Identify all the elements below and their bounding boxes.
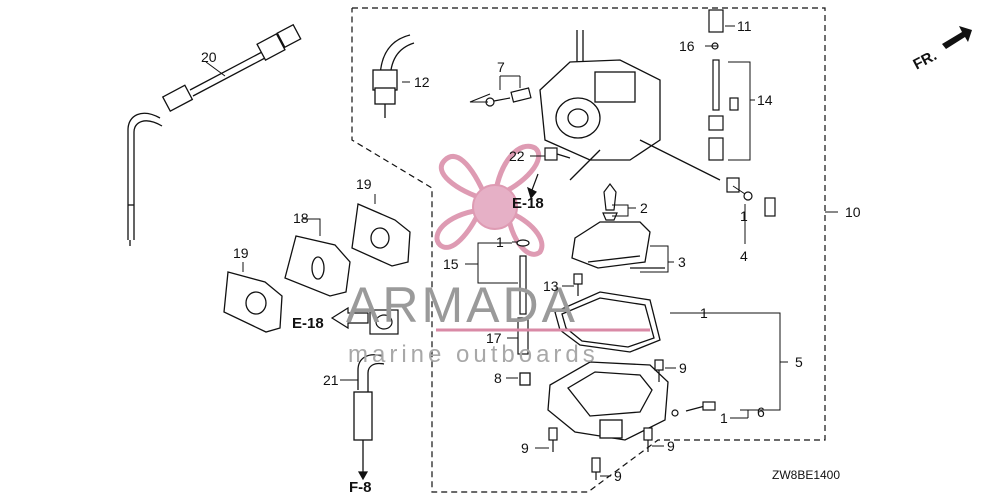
callout-19-top: 19 [356,176,372,192]
float-valve [602,183,618,221]
screw-22 [544,147,571,161]
bracket [369,309,399,335]
reference-arrows [330,173,539,481]
callout-9-right: 9 [679,360,687,376]
callout-1-drain: 1 [720,410,728,426]
assembly-boundary [351,7,826,493]
front-direction-arrow [942,26,972,49]
callout-6: 6 [757,404,765,420]
choke-cable [127,23,302,246]
callout-21: 21 [323,372,339,388]
fuel-hose [372,34,415,118]
direction-label: FR. [910,47,939,73]
watermark-logo [434,143,545,257]
callout-13: 13 [543,278,559,294]
float-chamber [519,361,669,441]
callout-1-gasket: 1 [700,305,708,321]
callout-1-mid: 1 [496,234,504,250]
float [571,221,665,269]
main-nozzle [516,239,530,355]
callout-2: 2 [640,200,648,216]
callout-16: 16 [679,38,695,54]
pilot-screw [485,87,532,107]
callout-9-left: 9 [521,440,529,456]
watermark-brand: ARMADA [346,277,578,333]
drain-screw [671,401,716,417]
float-chamber-bolts [548,359,664,480]
screw-13 [573,273,583,296]
reference-e18-top: E-18 [512,195,544,212]
callout-17: 17 [486,330,502,346]
callout-22: 22 [509,148,525,164]
reference-f8: F-8 [349,479,372,496]
callout-10: 10 [845,204,861,220]
needle-jet-parts [708,9,776,217]
callout-9-bottom-right: 9 [667,438,675,454]
callout-11: 11 [737,18,752,34]
callout-7: 7 [497,59,505,75]
callout-5: 5 [795,354,803,370]
callout-15: 15 [443,256,459,272]
diagram-code: ZW8BE1400 [772,468,840,482]
breather-hose [353,354,385,470]
leader-lines [205,25,838,477]
callout-1-right: 1 [740,208,748,224]
callout-3: 3 [678,254,686,270]
callouts: 20 12 7 11 16 14 22 E-18 2 1 4 10 19 18 … [201,18,940,496]
callout-14: 14 [757,92,773,108]
watermark-tagline: marine outboards [348,341,599,368]
callout-19-left: 19 [233,245,249,261]
callout-9-bottom: 9 [614,468,622,484]
callout-12: 12 [414,74,430,90]
carburetor-body [539,30,721,181]
callout-8: 8 [494,370,502,386]
callout-18: 18 [293,210,309,226]
callout-4: 4 [740,248,748,264]
callout-20: 20 [201,49,217,65]
insulator-plates [223,203,411,333]
reference-e18-left: E-18 [292,315,324,332]
